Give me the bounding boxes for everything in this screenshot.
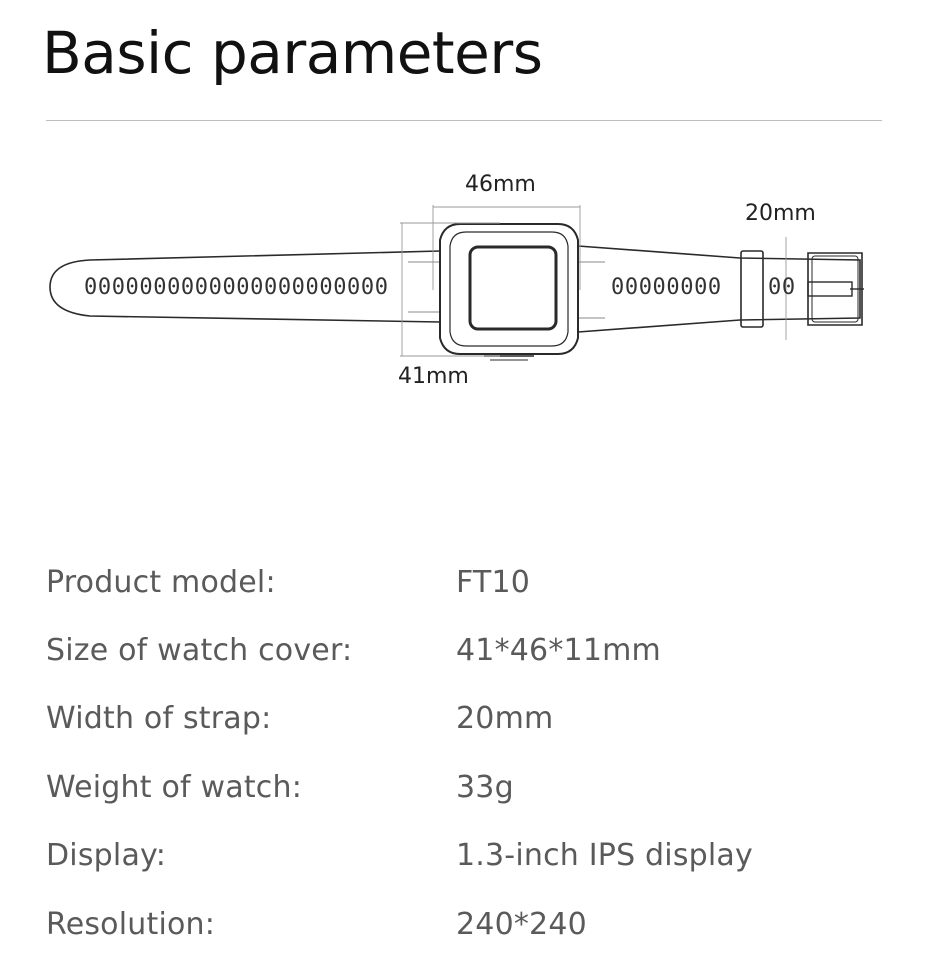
spec-label: Weight of watch: [46,769,303,805]
spec-label: Size of watch cover: [46,633,353,669]
buckle [807,252,863,326]
spec-label: Display: [46,838,167,874]
strap-loop [740,250,764,328]
spec-row: Size of watch cover: 41*46*11mm [46,616,906,684]
watch-outline-icon [49,205,864,361]
strap-width-label: 20mm [745,201,816,226]
height-dimension-label: 41mm [398,364,469,389]
spec-value: 41*46*11mm [456,633,661,669]
spec-value: FT10 [456,564,531,600]
spec-row: Weight of watch: 33g [46,753,906,821]
spec-label: Resolution: [46,906,216,942]
spec-row: Resolution: 240*240 [46,890,906,958]
spec-row: Display: 1.3-inch IPS display [46,822,906,890]
spec-row: Width of strap: 20mm [46,685,906,753]
left-strap-outline [49,250,441,323]
width-dimension-label: 46mm [465,172,536,197]
spec-row: Product model: FT10 [46,548,906,616]
watch-diagram: 46mm 41mm 20mm 0000000000000000000000 00… [0,150,950,410]
spec-label: Width of strap: [46,701,272,737]
strap-holes-right: 00000000 [611,275,722,300]
page-title: Basic parameters [42,19,543,87]
spec-value: 20mm [456,701,554,737]
watch-case [439,223,579,355]
strap-holes-left: 0000000000000000000000 [84,275,389,300]
title-divider [46,120,882,121]
watch-screen [468,245,558,331]
spec-value: 240*240 [456,906,587,942]
spec-value: 33g [456,769,514,805]
spec-table: Product model: FT10 Size of watch cover:… [46,548,906,958]
strap-holes-tail: 00 [768,275,796,300]
spec-value: 1.3-inch IPS display [456,838,753,874]
spec-label: Product model: [46,564,276,600]
